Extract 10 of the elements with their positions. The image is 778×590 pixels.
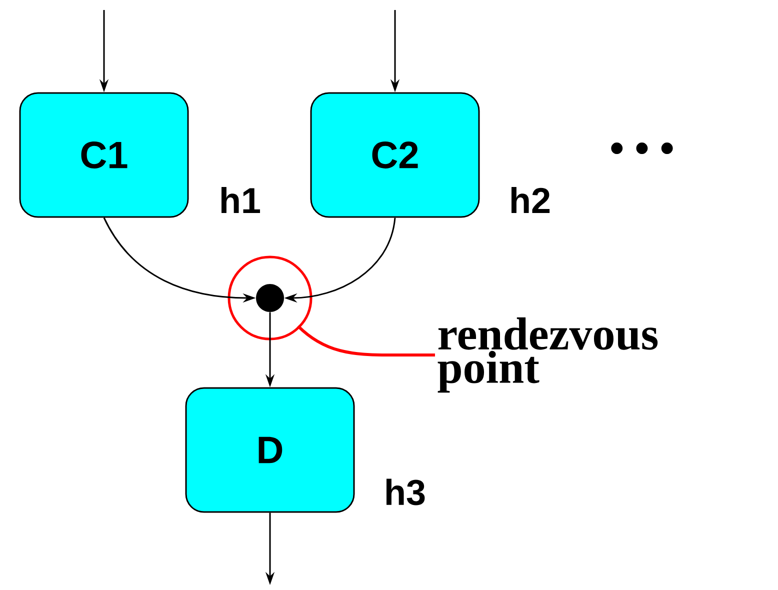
host-label: h2 [512,186,550,214]
junction-dot [256,284,284,312]
host-label: h3 [386,478,425,506]
leader-line [296,324,435,356]
ellipsis: • • • [611,142,673,154]
process-box: C1 [19,92,189,218]
annotation-text: rendezvous point [438,317,658,393]
process-box: D [185,387,355,513]
process-box: C2 [310,92,480,218]
host-label: h1 [222,186,260,214]
